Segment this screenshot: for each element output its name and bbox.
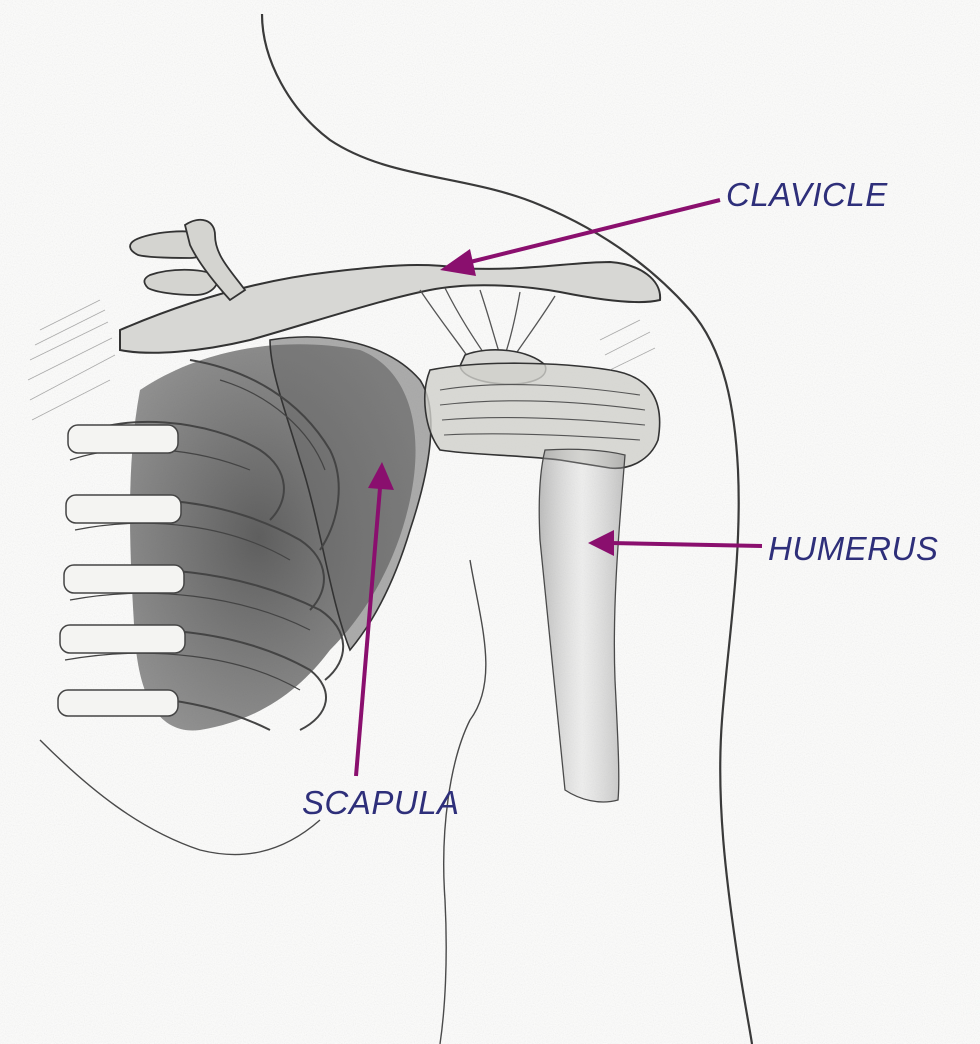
humeral-head	[425, 363, 660, 468]
clavicle-label: CLAVICLE	[726, 178, 888, 211]
scapula-label: SCAPULA	[302, 786, 460, 819]
humerus-label: HUMERUS	[768, 532, 938, 565]
